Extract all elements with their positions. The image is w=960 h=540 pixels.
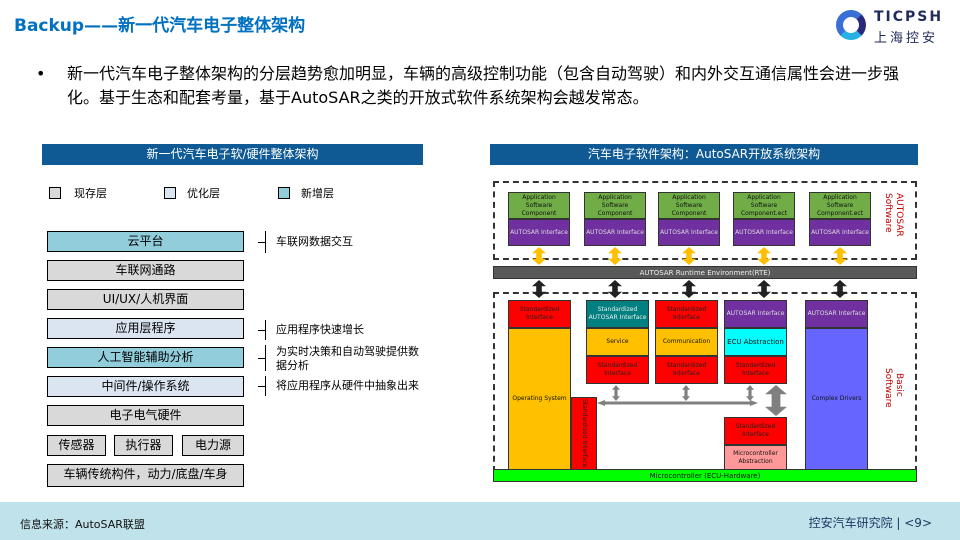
basic-software-label: Basic Software [883, 368, 904, 408]
layer-vehicle-base: 车辆传统构件，动力/底盘/车身 [47, 464, 244, 487]
os-std-interface: Standardized Interface [508, 300, 571, 328]
ecu-autosar-interface: AUTOSAR Interface [724, 300, 787, 328]
microcontroller-hardware-bar: Microcontroller (ECU-Hardware) [493, 469, 917, 482]
app-autosar-interface: AUTOSAR Interface [584, 219, 646, 246]
annotation-cloud: 车联网数据交互 [258, 231, 458, 253]
layer-sensor: 传感器 [47, 435, 106, 456]
layer-apps: 应用层程序 [47, 318, 244, 339]
rte-bar: AUTOSAR Runtime Environment(RTE) [493, 266, 917, 279]
rte-yellow-arrow-icon [682, 247, 696, 265]
service-arrow [612, 385, 620, 401]
logo-name: TICPSH [874, 9, 944, 25]
rte-yellow-arrow-icon [608, 247, 622, 265]
comm-arrow [682, 385, 690, 401]
bsw-black-arrow-icon [682, 280, 696, 298]
app-autosar-interface: AUTOSAR Interface [733, 219, 795, 246]
page-title: Backup——新一代汽车电子整体架构 [14, 16, 306, 36]
app-software-component: Application Software Component [658, 192, 720, 219]
logo-subtitle: 上海控安 [874, 31, 939, 46]
ecu-abstraction: ECU Abstraction [724, 328, 787, 356]
bullet-point: • 新一代汽车电子整体架构的分层趋势愈加明显，车辆的高级控制功能（包含自动驾驶）和… [36, 62, 926, 110]
mcal-std-interface: Standardized Interface [724, 417, 787, 445]
footer: 信息来源：AutoSAR联盟 控安汽车研究院 | <9> [0, 502, 960, 540]
communication-layer: Communication [655, 328, 718, 356]
legend-swatch-new [278, 187, 290, 199]
bsw-black-arrow-icon [532, 280, 546, 298]
complex-drivers: Complex Drivers [805, 328, 868, 470]
os-side-std-interface: Standardized Interface [571, 397, 597, 470]
operating-system: Operating System [508, 328, 571, 470]
cdd-autosar-interface: AUTOSAR Interface [805, 300, 868, 328]
layer-middleware: 中间件/操作系统 [47, 376, 244, 397]
layer-ai: 人工智能辅助分析 [47, 347, 244, 368]
annotation-text: 应用程序快速增长 [276, 323, 364, 336]
layer-ee-hardware: 电子电气硬件 [47, 405, 244, 426]
service-layer: Service [586, 328, 649, 356]
bullet-icon: • [36, 64, 46, 83]
legend-existing: 现存层 [74, 187, 107, 200]
comm-std-interface: Standardized Interface [655, 356, 718, 384]
bsw-black-arrow-icon [757, 280, 771, 298]
legend-swatch-existing [49, 187, 61, 199]
app-software-component: Application Software Component [508, 192, 570, 219]
bullet-text: 新一代汽车电子整体架构的分层趋势愈加明显，车辆的高级控制功能（包含自动驾驶）和内… [67, 64, 900, 107]
app-autosar-interface: AUTOSAR Interface [809, 219, 871, 246]
rte-yellow-arrow-icon [833, 247, 847, 265]
annotation-apps: 应用程序快速增长 [258, 320, 458, 340]
left-header: 新一代汽车电子软/硬件整体架构 [42, 144, 423, 165]
bsw-horizontal-arrow [597, 400, 758, 406]
app-software-component: Application Software Component.ect [733, 192, 795, 219]
layer-actuator: 执行器 [114, 435, 173, 456]
right-header: 汽车电子软件架构：AutoSAR开放系统架构 [490, 144, 918, 165]
footer-source: 信息来源：AutoSAR联盟 [20, 518, 145, 531]
annotation-middleware: 将应用程序从硬件中抽象出来 [258, 376, 458, 396]
logo-mark-icon [836, 10, 866, 40]
legend-swatch-optimized [164, 187, 176, 199]
services-std-autosar-interface: Standardized AUTOSAR Interface [586, 300, 649, 328]
ecu-std-interface: Standardized Interface [724, 356, 787, 384]
rte-yellow-arrow-icon [757, 247, 771, 265]
app-software-component: Application Software Component.ect [809, 192, 871, 219]
layer-connectivity: 车联网通路 [47, 260, 244, 281]
service-std-interface: Standardized Interface [586, 356, 649, 384]
legend-optimized: 优化层 [187, 187, 220, 200]
ecu-arrow [746, 385, 754, 401]
footer-page-info: 控安汽车研究院 | <9> [808, 516, 932, 530]
app-autosar-interface: AUTOSAR Interface [508, 219, 570, 246]
bsw-black-arrow-icon [608, 280, 622, 298]
microcontroller-abstraction: Microcontroller Abstraction [724, 445, 787, 470]
app-autosar-interface: AUTOSAR Interface [658, 219, 720, 246]
rte-yellow-arrow-icon [532, 247, 546, 265]
bsw-black-arrow-icon [833, 280, 847, 298]
annotation-text: 车联网数据交互 [276, 235, 353, 248]
layer-power: 电力源 [182, 435, 244, 456]
mcal-big-arrow [765, 385, 787, 416]
app-software-component: Application Software Component [584, 192, 646, 219]
annotation-text: 将应用程序从硬件中抽象出来 [276, 379, 419, 392]
annotation-text: 为实时决策和自动驾驶提供数据分析 [276, 345, 419, 372]
layer-hmi: UI/UX/人机界面 [47, 289, 244, 310]
layer-cloud: 云平台 [47, 231, 244, 252]
logo: TICPSH 上海控安 [832, 6, 952, 46]
autosar-software-label: AUTOSAR Software [883, 193, 904, 237]
autosar-software-box [493, 181, 917, 260]
annotation-ai: 为实时决策和自动驾驶提供数据分析 [258, 345, 458, 372]
comm-std-interface-top: Standardized Interface [655, 300, 718, 328]
legend-new: 新增层 [301, 187, 334, 200]
